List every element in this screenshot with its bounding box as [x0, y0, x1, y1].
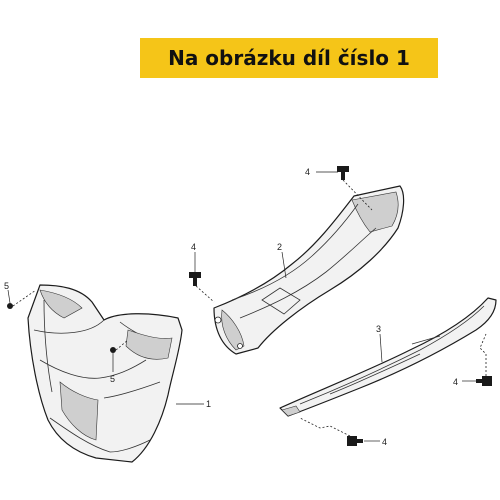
callout-4-top: 4 [305, 167, 310, 177]
part-3-step-strip [279, 297, 497, 417]
part-number-banner: Na obrázku díl číslo 1 [140, 38, 438, 78]
screw-4-mid [189, 272, 201, 286]
screw-5-inner [110, 347, 116, 353]
screw-4-bottom [347, 436, 363, 446]
part-2-side-panel [213, 185, 405, 355]
screw-4-right [476, 376, 492, 386]
callout-2: 2 [277, 242, 282, 252]
callout-4-bottom: 4 [382, 437, 387, 447]
callout-5-left: 5 [4, 281, 9, 291]
callout-1: 1 [206, 399, 211, 409]
callout-4-mid: 4 [191, 242, 196, 252]
screw-5-left [7, 303, 13, 309]
callout-4-right: 4 [453, 377, 458, 387]
part-1-front-cover [27, 284, 183, 463]
screw-4-top [337, 166, 349, 180]
leader-lines [7, 171, 487, 442]
callout-5-inner: 5 [110, 374, 115, 384]
banner-text: Na obrázku díl číslo 1 [168, 46, 410, 70]
callout-3: 3 [376, 324, 381, 334]
